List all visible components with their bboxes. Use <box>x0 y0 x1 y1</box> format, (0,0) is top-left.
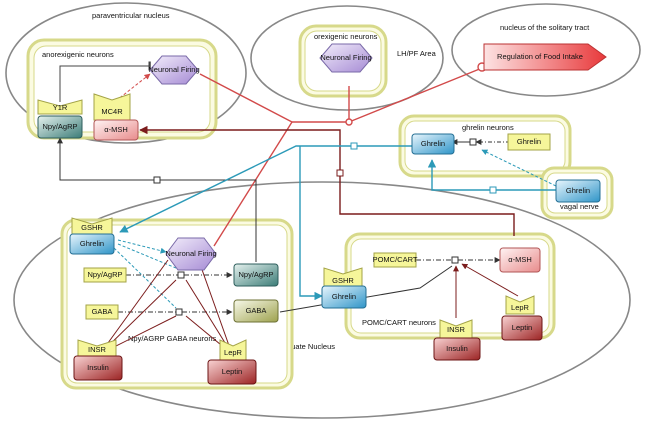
svg-text:GABA: GABA <box>92 307 113 316</box>
node-gaba-out[interactable]: GABA <box>233 299 279 323</box>
edge-red-pvn-firing <box>199 73 293 123</box>
label-pomc-neurons: POMC/CART neurons <box>362 318 436 327</box>
node-ghr-ghrelin[interactable]: Ghrelin <box>411 133 455 155</box>
svg-text:GABA: GABA <box>246 306 267 315</box>
svg-text:Ghrelin: Ghrelin <box>421 139 445 148</box>
label-paraventricular: paraventricular nucleus <box>92 11 170 20</box>
svg-text:POMC/CART: POMC/CART <box>373 255 418 264</box>
node-mc4r[interactable]: MC4R <box>93 93 131 121</box>
node-gshr2[interactable]: GSHR <box>323 267 363 289</box>
svg-text:Neuronal Firing: Neuronal Firing <box>148 65 199 74</box>
svg-text:Regulation of Food Intake: Regulation of Food Intake <box>497 52 583 61</box>
svg-text:Ghrelin: Ghrelin <box>566 186 590 195</box>
label-ghrelin-neurons: ghrelin neurons <box>462 123 514 132</box>
edge-red-arc-firing <box>213 121 293 247</box>
svg-text:GSHR: GSHR <box>332 276 354 285</box>
edge-red-food <box>348 67 483 123</box>
svg-text:Insulin: Insulin <box>87 363 109 372</box>
edge-ghrelin-gshr2 <box>299 146 323 301</box>
node-y1r[interactable]: Y1R <box>37 99 83 115</box>
edge-ghrelin-firing <box>117 239 167 254</box>
svg-text:Leptin: Leptin <box>512 323 532 332</box>
svg-text:Y1R: Y1R <box>53 103 68 112</box>
svg-text:Ghrelin: Ghrelin <box>332 292 356 301</box>
svg-text:MC4R: MC4R <box>101 107 123 116</box>
svg-text:Leptin: Leptin <box>222 367 242 376</box>
node-pomc-box[interactable]: POMC/CART <box>373 252 418 268</box>
node-lh-firing[interactable]: Neuronal Firing <box>319 43 373 73</box>
edge-vagal-transition <box>481 149 557 187</box>
label-lhpf: LH/PF Area <box>397 49 437 58</box>
edge-lepr1-firing <box>199 263 233 355</box>
svg-text:Neuronal Firing: Neuronal Firing <box>165 249 216 258</box>
label-vagal: vagal nerve <box>560 202 599 211</box>
label-arcuate: Arcuate Nucleus <box>280 342 335 351</box>
node-insulin1[interactable]: Insulin <box>73 355 123 381</box>
node-arc-firing[interactable]: Neuronal Firing <box>165 237 217 271</box>
node-npy-out[interactable]: Npy/AgRP <box>233 263 279 287</box>
edge-mc4r-firing <box>111 73 151 105</box>
node-insulin2[interactable]: Insulin <box>433 337 481 361</box>
node-pvn-npy[interactable]: Npy/AgRP <box>37 115 83 139</box>
edge-ghrelin-npy-t <box>117 243 177 269</box>
svg-text:Insulin: Insulin <box>446 344 468 353</box>
label-solitary: nucleus of the solitary tract <box>500 23 590 32</box>
node-lepr1[interactable]: LepR <box>219 339 247 361</box>
edge-ghrelin-gaba-t <box>113 247 177 309</box>
svg-text:α-MSH: α-MSH <box>104 125 128 134</box>
node-gshr1[interactable]: GSHR <box>71 217 113 235</box>
nodes: Neuronal Firing Y1R Npy/AgRP MC4R α-MSH … <box>37 43 607 385</box>
svg-text:Npy/AgRP: Npy/AgRP <box>87 270 122 279</box>
edge-insr1-firing <box>99 259 169 355</box>
svg-text:Npy/AgRP: Npy/AgRP <box>42 122 77 131</box>
node-leptin1[interactable]: Leptin <box>207 359 257 385</box>
svg-text:Npy/AgRP: Npy/AgRP <box>238 270 273 279</box>
node-ghr-src[interactable]: Ghrelin <box>507 133 551 151</box>
svg-text:INSR: INSR <box>88 345 107 354</box>
node-arc-ghrelin1[interactable]: Ghrelin <box>69 233 115 255</box>
label-anorexigenic: anorexigenic neurons <box>42 50 114 59</box>
node-arc-ghrelin2[interactable]: Ghrelin <box>321 285 367 309</box>
label-orexigenic: orexigenic neurons <box>314 32 378 41</box>
edge-vagal-ghrelin <box>427 159 556 191</box>
node-insr1[interactable]: INSR <box>77 339 117 359</box>
svg-text:Neuronal Firing: Neuronal Firing <box>320 53 371 62</box>
svg-text:LepR: LepR <box>224 348 243 357</box>
svg-text:INSR: INSR <box>447 325 466 334</box>
node-vagal-ghrelin[interactable]: Ghrelin <box>555 179 601 203</box>
node-npy-box[interactable]: Npy/AgRP <box>83 267 127 283</box>
edge-lepr2-pomc <box>461 263 519 297</box>
node-pvn-amsh[interactable]: α-MSH <box>93 119 139 141</box>
node-pomc-amsh[interactable]: α-MSH <box>499 247 541 273</box>
svg-text:Ghrelin: Ghrelin <box>80 239 104 248</box>
node-insr2[interactable]: INSR <box>439 319 473 339</box>
node-leptin2[interactable]: Leptin <box>501 315 543 341</box>
svg-text:α-MSH: α-MSH <box>508 255 532 264</box>
node-food-intake[interactable]: Regulation of Food Intake <box>483 43 607 71</box>
node-lepr2[interactable]: LepR <box>505 295 535 315</box>
svg-text:Ghrelin: Ghrelin <box>517 137 541 146</box>
label-npy-gaba: Npy/AGRP GABA neurons <box>128 334 216 343</box>
svg-text:GSHR: GSHR <box>81 223 103 232</box>
svg-text:LepR: LepR <box>511 303 530 312</box>
node-pvn-firing[interactable]: Neuronal Firing <box>148 55 200 85</box>
edge-y1r-inhibit <box>59 61 151 102</box>
edge-amsh-pvn <box>139 125 515 236</box>
edge-ghrelin-gshr1 <box>119 145 416 233</box>
node-gaba-box[interactable]: GABA <box>85 304 119 320</box>
